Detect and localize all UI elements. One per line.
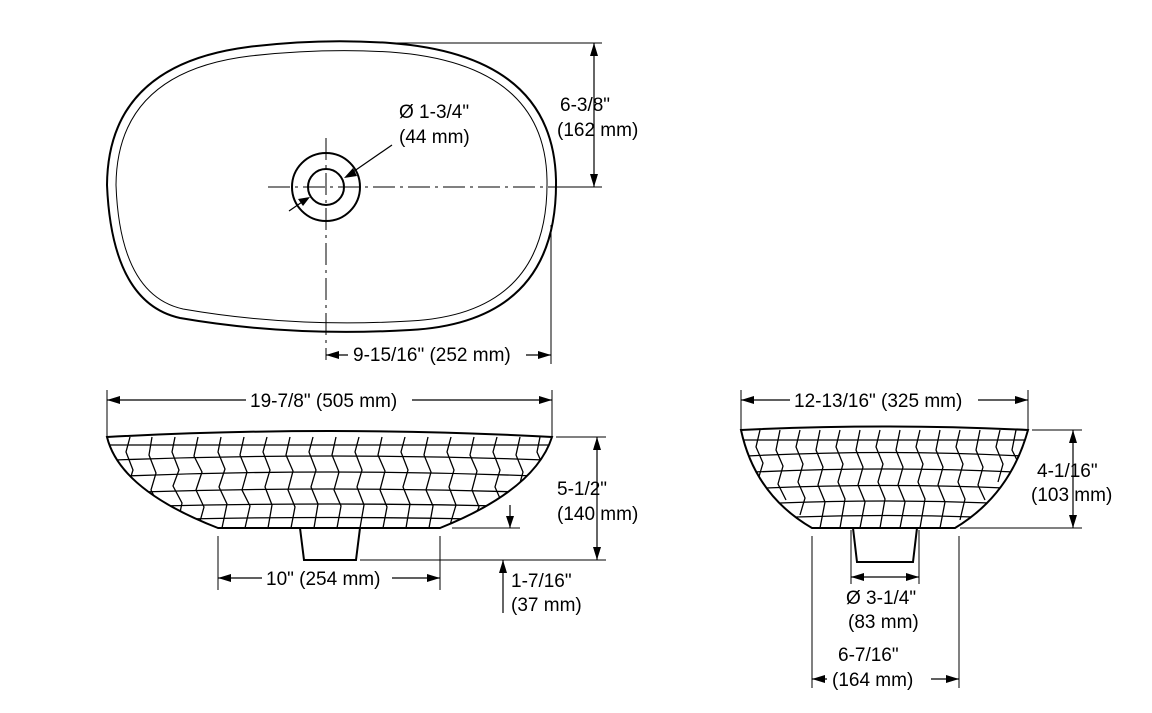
bowl-height-imperial: 4-1/16" <box>1037 461 1098 482</box>
overall-length-label: 19-7/8" (505 mm) <box>250 391 397 412</box>
end-hammered-texture <box>743 429 1026 528</box>
half-depth-metric: (162 mm) <box>557 120 638 141</box>
half-length-label: 9-15/16" (252 mm) <box>353 345 511 366</box>
base-length-label: 10" (254 mm) <box>266 569 380 590</box>
drain-offset-imperial: 1-7/16" <box>511 571 572 592</box>
base-width-imperial: 6-7/16" <box>838 645 899 666</box>
side-view: 19-7/8" (505 mm) 5-1/2" (140 mm) 10" (25… <box>105 388 638 616</box>
drain-leader-tail-arrow <box>298 197 310 206</box>
drain-dia-imperial: Ø 1-3/4" <box>399 102 469 123</box>
end-view: 12-13/16" (325 mm) 4-1/16" (103 mm) Ø 3-… <box>739 388 1112 691</box>
end-bowl-outline <box>739 425 1030 529</box>
side-hammered-texture <box>110 436 550 528</box>
basin-outer-rim <box>105 40 558 333</box>
side-bowl-outline <box>105 430 554 529</box>
drain-dia-metric: (44 mm) <box>399 127 470 148</box>
bowl-height-metric: (103 mm) <box>1031 485 1112 506</box>
end-drain-dia-metric: (83 mm) <box>848 612 919 633</box>
height-metric: (140 mm) <box>557 504 638 525</box>
end-drain <box>852 527 918 563</box>
height-imperial: 5-1/2" <box>557 479 607 500</box>
drain-leader-line <box>349 144 393 175</box>
overall-width-label: 12-13/16" (325 mm) <box>794 391 962 412</box>
top-view: Ø 1-3/4" (44 mm) 6-3/8" (162 mm) 9-15/16… <box>105 40 638 367</box>
side-drain <box>299 527 361 561</box>
basin-inner-rim <box>115 50 548 324</box>
base-width-metric: (164 mm) <box>832 670 913 691</box>
end-drain-dia-imperial: Ø 3-1/4" <box>846 588 916 609</box>
drain-leader-arrow <box>344 168 357 178</box>
half-depth-imperial: 6-3/8" <box>560 95 610 116</box>
drain-offset-metric: (37 mm) <box>511 595 582 616</box>
